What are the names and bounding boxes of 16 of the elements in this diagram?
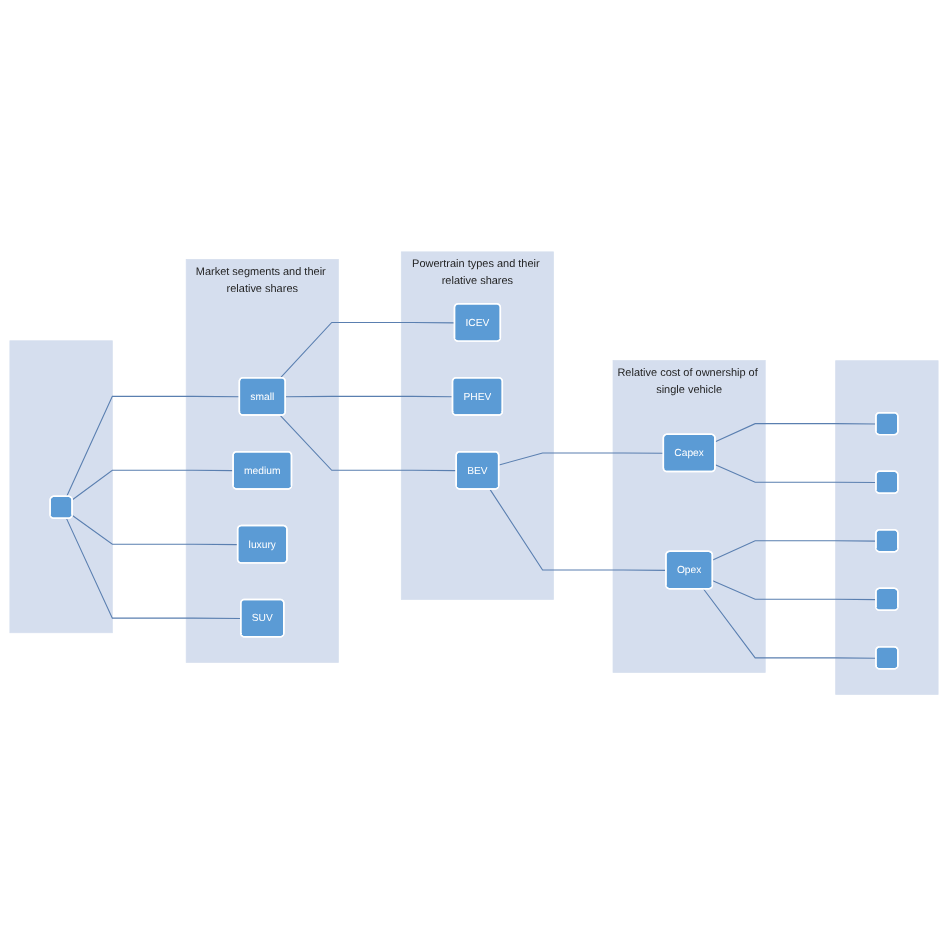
connector xyxy=(489,489,667,572)
connector xyxy=(712,541,877,562)
cluster xyxy=(9,341,113,634)
connector xyxy=(712,580,877,602)
connector xyxy=(279,415,458,473)
connector xyxy=(714,465,877,484)
connector xyxy=(71,515,239,546)
connector xyxy=(71,470,234,502)
connector xyxy=(66,396,241,499)
connector xyxy=(66,518,242,620)
connector xyxy=(703,589,877,660)
connector xyxy=(285,396,454,399)
cluster xyxy=(835,361,939,696)
connector xyxy=(498,453,665,467)
connector xyxy=(714,423,877,444)
connector xyxy=(279,322,456,380)
